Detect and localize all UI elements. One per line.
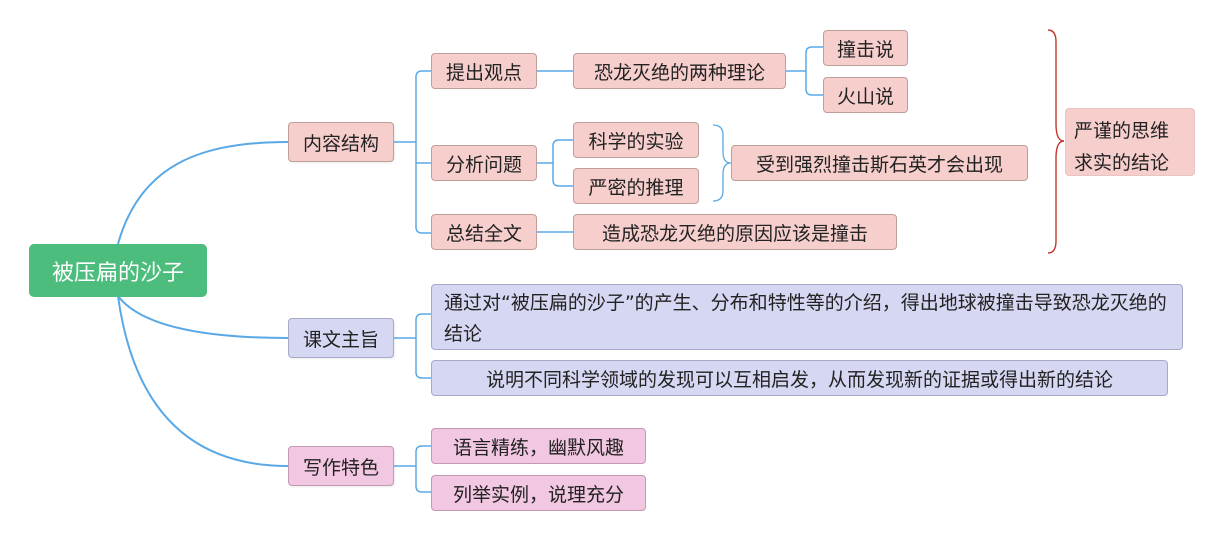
topic-conclusion[interactable]: 造成恐龙灭绝的原因应该是撞击 xyxy=(573,214,897,250)
summary-rigorous-thinking[interactable]: 严谨的思维求实的结论 xyxy=(1065,108,1195,176)
connector-root-theme xyxy=(117,295,289,339)
connector-theory-trunk xyxy=(805,46,823,96)
topic-analyze[interactable]: 分析问题 xyxy=(431,145,537,181)
style-connectors xyxy=(394,445,431,493)
topic-theme-point-1[interactable]: 通过对“被压扁的沙子”的产生、分布和特性等的介绍，得出地球被撞击导致恐龙灭绝的结… xyxy=(431,284,1183,350)
connector-root-style xyxy=(117,295,289,467)
topic-style-point-1[interactable]: 语言精练，幽默风趣 xyxy=(431,428,646,464)
connector-root-structure xyxy=(117,141,289,245)
topic-style-point-2[interactable]: 列举实例，说理充分 xyxy=(431,475,646,511)
topic-impact-theory[interactable]: 撞击说 xyxy=(823,30,908,66)
topic-writing-style[interactable]: 写作特色 xyxy=(288,446,394,486)
bracket-summary xyxy=(1047,29,1065,254)
topic-two-theories[interactable]: 恐龙灭绝的两种理论 xyxy=(573,53,786,89)
topic-summarize[interactable]: 总结全文 xyxy=(431,214,537,250)
topic-propose[interactable]: 提出观点 xyxy=(431,53,537,89)
connector-style-trunk xyxy=(415,445,431,493)
topic-rigorous-reasoning[interactable]: 严密的推理 xyxy=(573,168,699,204)
connector-structure-trunk xyxy=(415,70,431,234)
connector-theme-trunk xyxy=(415,313,431,379)
topic-text-theme[interactable]: 课文主旨 xyxy=(288,318,394,358)
topic-volcano-theory[interactable]: 火山说 xyxy=(823,77,908,113)
topic-content-structure[interactable]: 内容结构 xyxy=(288,122,394,162)
connector-analyze-trunk xyxy=(552,139,573,187)
topic-scientific-experiment[interactable]: 科学的实验 xyxy=(573,122,699,158)
topic-stishovite-finding[interactable]: 受到强烈撞击斯石英才会出现 xyxy=(731,145,1028,181)
topic-theme-point-2[interactable]: 说明不同科学领域的发现可以互相启发，从而发现新的证据或得出新的结论 xyxy=(431,360,1168,396)
root-connectors xyxy=(117,141,289,467)
theme-connectors xyxy=(394,313,431,379)
brace-analyze xyxy=(712,124,732,202)
root-topic[interactable]: 被压扁的沙子 xyxy=(29,244,207,297)
